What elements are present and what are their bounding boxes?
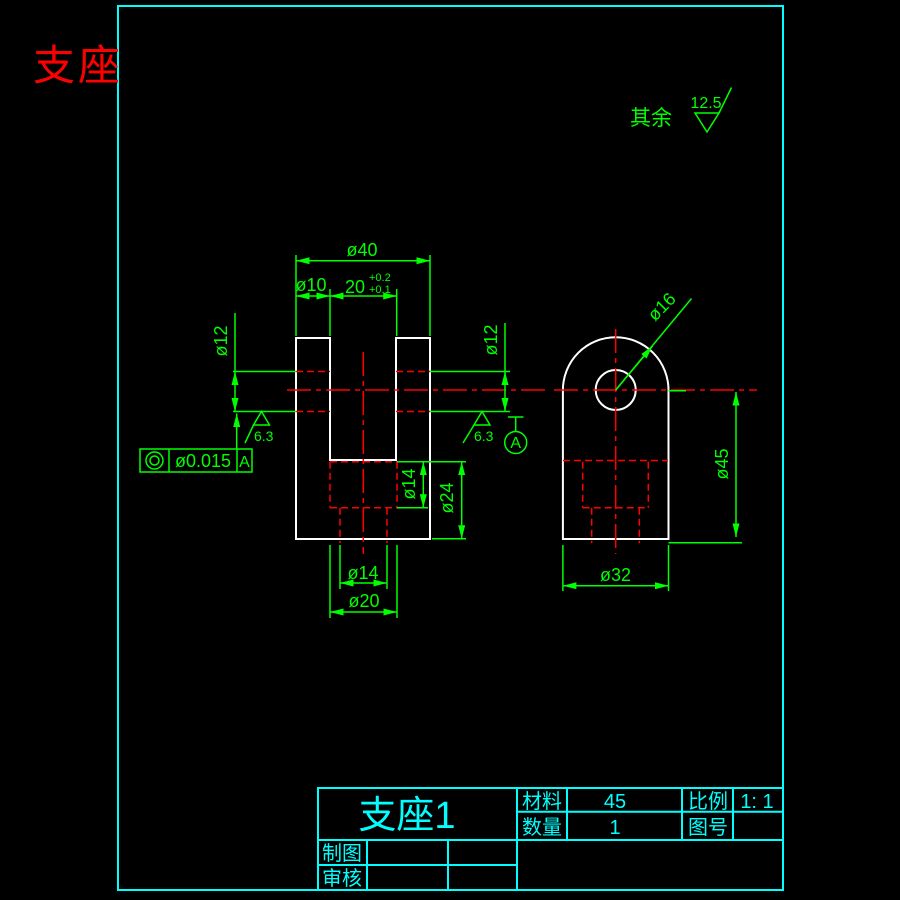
drafted-label: 制图 [322,842,362,865]
material-label: 材料 [522,790,562,813]
surface-finish-left: 6.3 [244,410,274,444]
side-view-outline [561,336,670,540]
surface-finish-left-value: 6.3 [254,428,274,444]
side-extension-lines [562,390,742,591]
datum-marker: A [503,416,528,455]
fcf-tolerance-value: ø0.015 [175,451,231,471]
surface-finish-right-value: 6.3 [474,428,494,444]
title-block: 支座1 材料 45 比例 1: 1 数量 1 图号 制图 审核 [317,787,784,891]
material-value: 45 [604,791,626,813]
side-view: ø16 ø45 ø32 [554,289,757,591]
side-hidden-lines [563,459,668,543]
dim-center-to-bottom: ø45 [712,392,740,537]
dim-slot-width-label: 20 [345,277,365,297]
scale-value: 1: 1 [740,791,773,813]
quantity-value: 1 [609,817,620,839]
dim-bottom-cbore-label: ø20 [348,591,379,611]
surface-finish-icon [252,410,271,426]
dim-slot-tol-lower: +0.1 [369,284,391,296]
dim-hole-right-label: ø12 [481,324,501,355]
general-roughness-note: 其余 12.5 [630,87,733,134]
dim-slot-tol-upper: +0.2 [369,272,391,284]
surface-finish-right: 6.3 [462,410,494,444]
checked-label: 审核 [322,867,362,890]
sheet-border [117,5,784,891]
dim-overall-width: ø40 [296,240,430,265]
drawing-title-label: 支座 [33,43,123,90]
front-view-outline [295,337,431,540]
dim-hole-right: ø12 [481,323,509,412]
front-view: ø40 ø10 20 +0.2 +0.1 ø12 ø12 ø14 [139,240,550,618]
dim-hole-depth-label: ø24 [437,482,457,513]
quantity-label: 数量 [522,816,562,839]
general-note-label: 其余 [630,107,672,130]
datum-label: A [510,435,521,452]
drawing-no-label: 图号 [688,817,728,839]
feature-control-frame: ø0.015 A [139,413,253,473]
scale-label: 比例 [688,790,728,813]
dim-cbore-depth-label: ø14 [399,468,419,499]
dim-leg-width-label: ø10 [295,275,326,295]
dim-hole-left-label: ø12 [211,325,231,356]
dim-side-width-label: ø32 [600,565,631,585]
surface-finish-icon [472,410,492,426]
surface-finish-icon [693,87,733,134]
dim-hole-depth: ø24 [437,461,466,539]
dim-side-width: ø32 [562,565,669,590]
front-hidden-lines [296,370,430,543]
dim-slot-width: 20 +0.2 +0.1 [330,272,397,300]
dim-overall-width-label: ø40 [346,240,377,260]
dim-bottom-hole: ø14 [340,563,387,587]
dim-bottom-cbore: ø20 [330,591,397,616]
dim-leg-width: ø10 [295,275,330,300]
dim-cbore-depth: ø14 [399,461,427,508]
dim-bottom-hole-label: ø14 [347,563,378,583]
concentricity-icon [145,451,164,470]
dim-hole-left: ø12 [211,313,239,412]
fcf-datum-ref: A [239,454,250,471]
general-roughness-value: 12.5 [690,95,721,112]
part-name: 支座1 [358,795,455,837]
dim-center-to-bottom-label: ø45 [712,448,732,479]
